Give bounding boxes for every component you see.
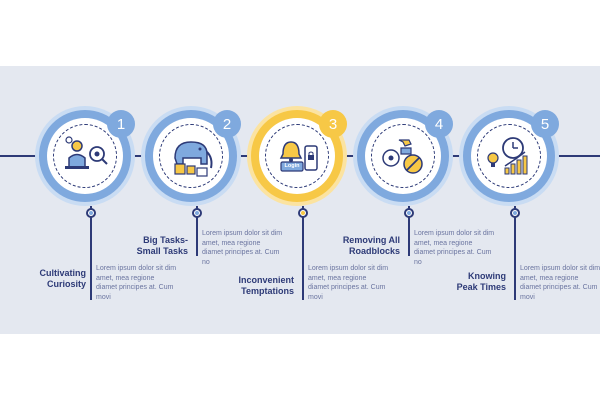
no-distractions-icon (382, 139, 423, 174)
step-4-node (404, 208, 414, 218)
step-3-node (298, 208, 308, 218)
curiosity-icon (65, 136, 108, 169)
elephant-puzzle-icon (174, 141, 213, 177)
step-1-node (86, 208, 96, 218)
step-4-number: 4 (425, 110, 453, 138)
step-3-number: 3 (319, 110, 347, 138)
step-5-number: 5 (531, 110, 559, 138)
step-5-node (510, 208, 520, 218)
login-notification-icon (279, 141, 318, 172)
clock-chart-icon (487, 137, 528, 175)
login-label: Login (284, 163, 300, 169)
step-3-badge: Login (247, 106, 355, 214)
step-1-number: 1 (107, 110, 135, 138)
step-2-node (192, 208, 202, 218)
step-2-title: Big Tasks-Small Tasks (136, 235, 188, 256)
step-2-number: 2 (213, 110, 241, 138)
